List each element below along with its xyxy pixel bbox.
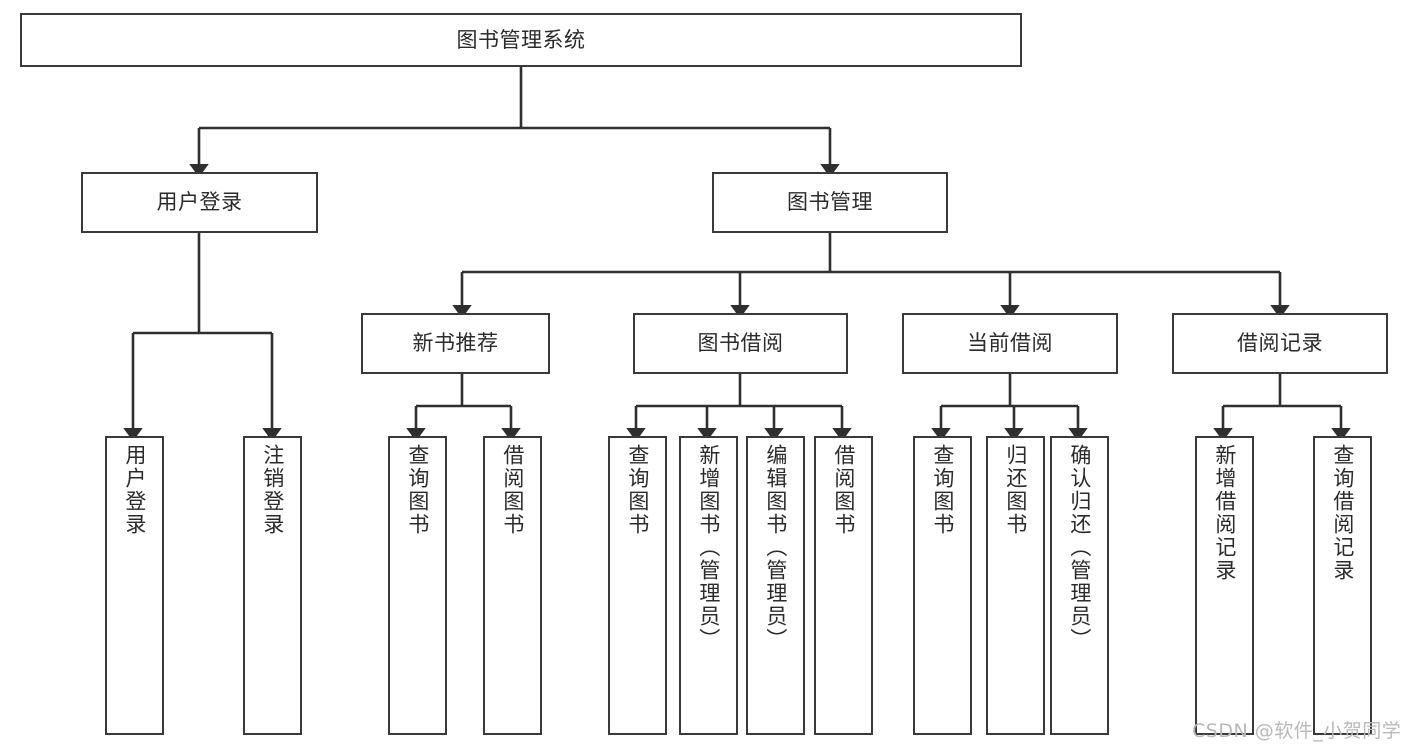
node-label: 借阅记录 — [1237, 331, 1323, 356]
node-label: 图书管理 — [787, 190, 873, 215]
node-label: 归还图书 — [1003, 444, 1028, 536]
leaf-edit-book-admin[interactable]: 编辑图书（管理员） — [746, 436, 805, 735]
leaf-add-borrow-record[interactable]: 新增借阅记录 — [1195, 436, 1254, 735]
node-label: 借阅图书 — [500, 444, 525, 536]
node-label: 借阅图书 — [831, 444, 856, 536]
node-new-book-recommend[interactable]: 新书推荐 — [361, 313, 550, 374]
node-label: 新增借阅记录 — [1212, 444, 1237, 582]
node-borrow-record[interactable]: 借阅记录 — [1172, 313, 1388, 374]
leaf-add-book-admin[interactable]: 新增图书（管理员） — [679, 436, 738, 735]
node-book-borrow[interactable]: 图书借阅 — [633, 313, 848, 374]
node-label: 用户登录 — [156, 190, 243, 215]
leaf-query-borrow-record[interactable]: 查询借阅记录 — [1313, 436, 1372, 735]
leaf-borrow-book-recommend[interactable]: 借阅图书 — [483, 436, 542, 735]
node-label: 查询图书 — [405, 444, 430, 536]
node-label: 图书借阅 — [697, 331, 784, 356]
node-book-management[interactable]: 图书管理 — [712, 172, 948, 233]
node-label: 当前借阅 — [967, 331, 1053, 356]
leaf-return-book[interactable]: 归还图书 — [986, 436, 1045, 735]
node-label: 图书管理系统 — [456, 27, 586, 52]
node-label: 注销登录 — [260, 444, 285, 536]
leaf-query-book-recommend[interactable]: 查询图书 — [388, 436, 447, 735]
leaf-borrow-book[interactable]: 借阅图书 — [814, 436, 873, 735]
csdn-watermark: CSDN @软件_小贺同学 — [1192, 720, 1402, 742]
node-user-login[interactable]: 用户登录 — [81, 172, 318, 233]
node-label: 编辑图书（管理员） — [763, 444, 788, 651]
node-current-borrow[interactable]: 当前借阅 — [902, 313, 1118, 374]
leaf-logout-login[interactable]: 注销登录 — [243, 436, 302, 735]
node-label: 查询图书 — [625, 444, 650, 536]
leaf-confirm-return-admin[interactable]: 确认归还（管理员） — [1050, 436, 1109, 735]
node-label: 新增图书（管理员） — [696, 444, 721, 651]
node-root-system[interactable]: 图书管理系统 — [20, 13, 1022, 67]
node-label: 查询借阅记录 — [1330, 444, 1355, 582]
node-label: 查询图书 — [930, 444, 955, 536]
leaf-user-login[interactable]: 用户登录 — [105, 436, 164, 735]
leaf-query-book-current[interactable]: 查询图书 — [913, 436, 972, 735]
leaf-query-book-borrow[interactable]: 查询图书 — [608, 436, 667, 735]
node-label: 新书推荐 — [412, 331, 499, 356]
node-label: 确认归还（管理员） — [1067, 444, 1092, 651]
node-label: 用户登录 — [122, 444, 147, 536]
